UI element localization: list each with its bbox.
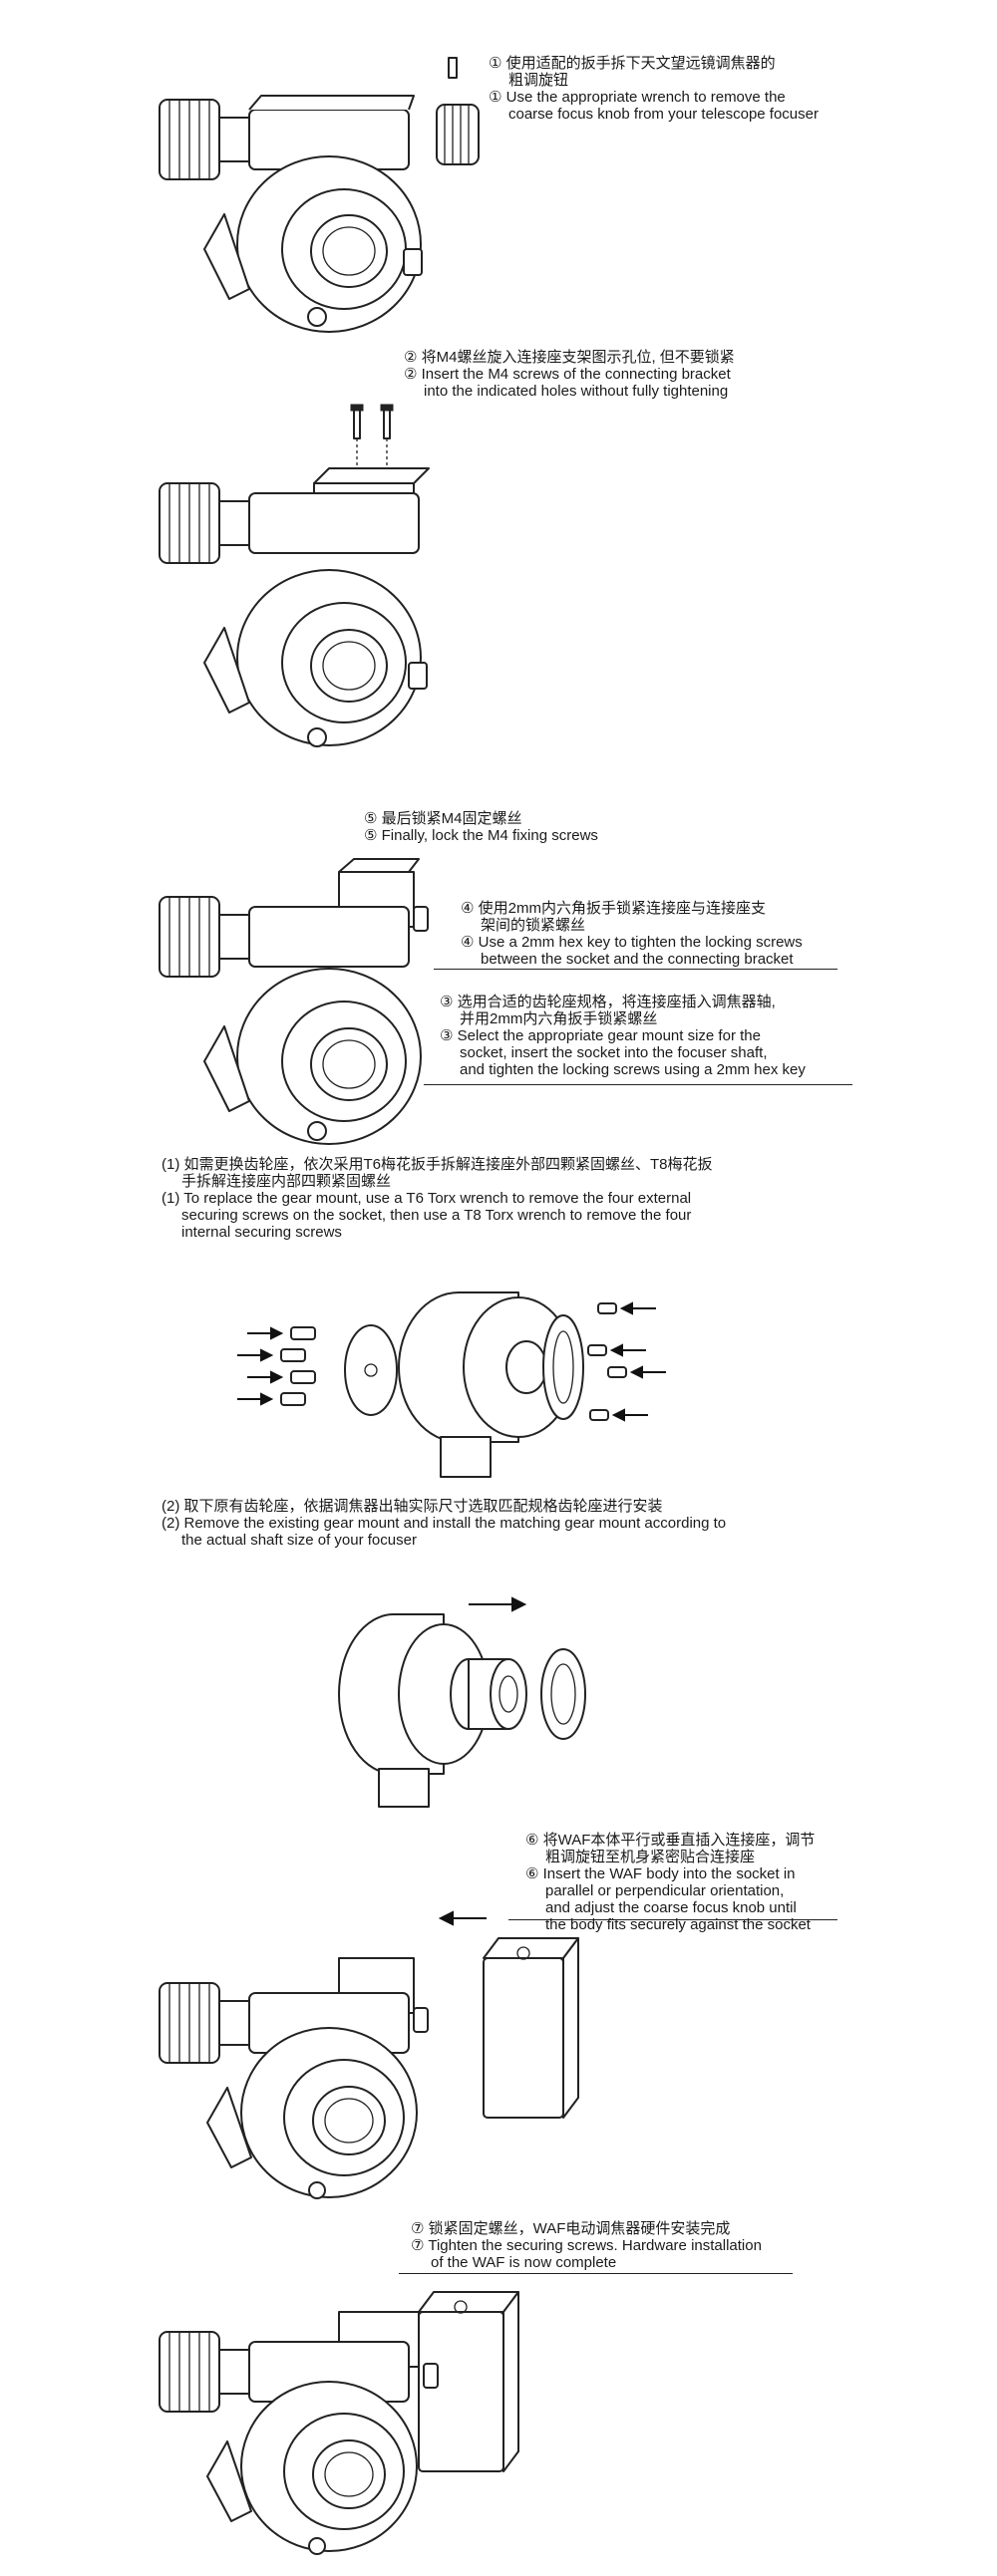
step-2-en-line-2: into the indicated holes without fully t… — [424, 383, 729, 400]
focuser-body — [159, 2331, 418, 2555]
step-4-en-line-1: ④ Use a 2mm hex key to tighten the locki… — [461, 934, 803, 951]
focuser-body — [159, 482, 428, 747]
step-7-panel: ⑦ 锁紧固定螺丝，WAF电动调焦器硬件安装完成 ⑦ Tighten the se… — [0, 2212, 997, 2576]
gear-install-illustration — [338, 1596, 586, 1808]
gear-install-caption: (2) 取下原有齿轮座，依据调焦器出轴实际尺寸选取匹配规格齿轮座进行安装 (2)… — [162, 1498, 726, 1549]
step-4-zh-line-2: 架间的锁紧螺丝 — [481, 917, 586, 934]
step-1-zh-line-1: ① 使用适配的扳手拆下天文望远镜调焦器的 — [489, 55, 776, 72]
step-6-en-line-3: and adjust the coarse focus knob until — [545, 1899, 797, 1916]
waf-body — [418, 2291, 519, 2472]
step-3-caption: ③ 选用合适的齿轮座规格，将连接座插入调焦器轴, 并用2mm内六角扳手锁紧螺丝 … — [440, 994, 806, 1078]
step-7-leader — [399, 2273, 793, 2274]
step-3-en-line-1: ③ Select the appropriate gear mount size… — [440, 1027, 761, 1044]
step-6-zh-line-1: ⑥ 将WAF本体平行或垂直插入连接座，调节 — [525, 1832, 816, 1849]
step-4-en-line-2: between the socket and the connecting br… — [481, 951, 794, 968]
insert-arrow-icon — [438, 1910, 487, 1926]
step-5-en-line-1: ⑤ Finally, lock the M4 fixing screws — [364, 827, 598, 844]
step-3-en-line-3: and tighten the locking screws using a 2… — [460, 1061, 806, 1078]
step-6-leader — [508, 1919, 837, 1920]
step-6-panel: ⑥ 将WAF本体平行或垂直插入连接座，调节 粗调旋钮至机身紧密贴合连接座 ⑥ I… — [0, 1814, 997, 2212]
step-2-en-line-1: ② Insert the M4 screws of the connecting… — [404, 366, 731, 383]
step-5-caption: ⑤ 最后锁紧M4固定螺丝 ⑤ Finally, lock the M4 fixi… — [364, 810, 598, 844]
step-2-caption: ② 将M4螺丝旋入连接座支架图示孔位, 但不要锁紧 ② Insert the M… — [404, 349, 735, 400]
step-7-en-line-2: of the WAF is now complete — [431, 2254, 617, 2271]
step-7-caption: ⑦ 锁紧固定螺丝，WAF电动调焦器硬件安装完成 ⑦ Tighten the se… — [411, 2220, 762, 2271]
install-arrow-icon — [469, 1596, 527, 1612]
step-1-en-line-1: ① Use the appropriate wrench to remove t… — [489, 89, 786, 106]
step-3-leader — [424, 1084, 852, 1085]
focuser-body — [159, 896, 422, 1145]
step-6-en-line-2: parallel or perpendicular orientation, — [545, 1882, 785, 1899]
step-2-panel: ② 将M4螺丝旋入连接座支架图示孔位, 但不要锁紧 ② Insert the M… — [0, 329, 997, 767]
gear-install-en-line-1: (2) Remove the existing gear mount and i… — [162, 1515, 727, 1532]
gear-replace-en-line-2: securing screws on the socket, then use … — [181, 1207, 692, 1224]
focuser-body — [159, 1982, 418, 2199]
gear-ring — [540, 1648, 586, 1740]
external-screws — [237, 1326, 316, 1406]
gear-replace-zh-line-1: (1) 如需更换齿轮座，依次采用T6梅花扳手拆解连接座外部四颗紧固螺丝、T8梅花… — [162, 1156, 713, 1173]
step-2-zh-line-1: ② 将M4螺丝旋入连接座支架图示孔位, 但不要锁紧 — [404, 349, 735, 366]
internal-ring — [542, 1314, 584, 1420]
step-1-panel: ① 使用适配的扳手拆下天文望远镜调焦器的 粗调旋钮 ① Use the appr… — [0, 0, 997, 333]
focuser-illustration-1 — [159, 57, 480, 333]
step-7-zh-line-1: ⑦ 锁紧固定螺丝，WAF电动调焦器硬件安装完成 — [411, 2220, 731, 2237]
focuser-body — [159, 95, 423, 333]
gear-replace-en-line-1: (1) To replace the gear mount, use a T6 … — [162, 1190, 692, 1207]
step-1-caption: ① 使用适配的扳手拆下天文望远镜调焦器的 粗调旋钮 ① Use the appr… — [489, 55, 819, 123]
gear-replace-panel: (1) 如需更换齿轮座，依次采用T6梅花扳手拆解连接座外部四颗紧固螺丝、T8梅花… — [0, 1146, 997, 1495]
step-4-zh-line-1: ④ 使用2mm内六角扳手锁紧连接座与连接座支 — [461, 900, 766, 917]
step-3-5-panel: ⑤ 最后锁紧M4固定螺丝 ⑤ Finally, lock the M4 fixi… — [0, 767, 997, 1146]
step-3-zh-line-1: ③ 选用合适的齿轮座规格，将连接座插入调焦器轴, — [440, 994, 776, 1010]
exploded-socket-illustration — [237, 1291, 666, 1478]
step-6-en-line-1: ⑥ Insert the WAF body into the socket in — [525, 1865, 796, 1882]
focuser-illustration-3 — [159, 858, 429, 1145]
gear-mount-tube — [450, 1658, 527, 1730]
step-6-zh-line-2: 粗调旋钮至机身紧密贴合连接座 — [545, 1849, 756, 1865]
step-1-en-line-2: coarse focus knob from your telescope fo… — [508, 106, 819, 123]
gear-replace-en-line-3: internal securing screws — [181, 1224, 342, 1241]
internal-screws — [587, 1301, 666, 1422]
step-4-leader — [434, 969, 837, 970]
step-7-en-line-1: ⑦ Tighten the securing screws. Hardware … — [411, 2237, 762, 2254]
gear-replace-caption: (1) 如需更换齿轮座，依次采用T6梅花扳手拆解连接座外部四颗紧固螺丝、T8梅花… — [162, 1156, 713, 1241]
gear-install-panel: (2) 取下原有齿轮座，依据调焦器出轴实际尺寸选取匹配规格齿轮座进行安装 (2)… — [0, 1495, 997, 1814]
step-4-caption: ④ 使用2mm内六角扳手锁紧连接座与连接座支 架间的锁紧螺丝 ④ Use a 2… — [461, 900, 803, 968]
focuser-illustration-7 — [159, 2291, 519, 2555]
waf-body — [483, 1937, 579, 2119]
coarse-knob-removed — [436, 57, 480, 165]
step-3-zh-line-2: 并用2mm内六角扳手锁紧螺丝 — [460, 1010, 658, 1027]
focuser-illustration-6 — [159, 1910, 579, 2199]
gear-replace-zh-line-2: 手拆解连接座内部四颗紧固螺丝 — [181, 1173, 392, 1190]
focuser-illustration-2 — [159, 404, 430, 747]
gear-install-zh-line-1: (2) 取下原有齿轮座，依据调焦器出轴实际尺寸选取匹配规格齿轮座进行安装 — [162, 1498, 663, 1515]
connecting-bracket — [313, 404, 430, 496]
gear-install-en-line-2: the actual shaft size of your focuser — [181, 1532, 417, 1549]
step-1-zh-line-2: 粗调旋钮 — [508, 72, 569, 89]
step-3-en-line-2: socket, insert the socket into the focus… — [460, 1044, 768, 1061]
gear-mount-disc — [344, 1324, 398, 1416]
step-6-en-line-4: the body fits securely against the socke… — [545, 1916, 811, 1933]
step-5-zh-line-1: ⑤ 最后锁紧M4固定螺丝 — [364, 810, 522, 827]
step-6-caption: ⑥ 将WAF本体平行或垂直插入连接座，调节 粗调旋钮至机身紧密贴合连接座 ⑥ I… — [525, 1832, 815, 1933]
